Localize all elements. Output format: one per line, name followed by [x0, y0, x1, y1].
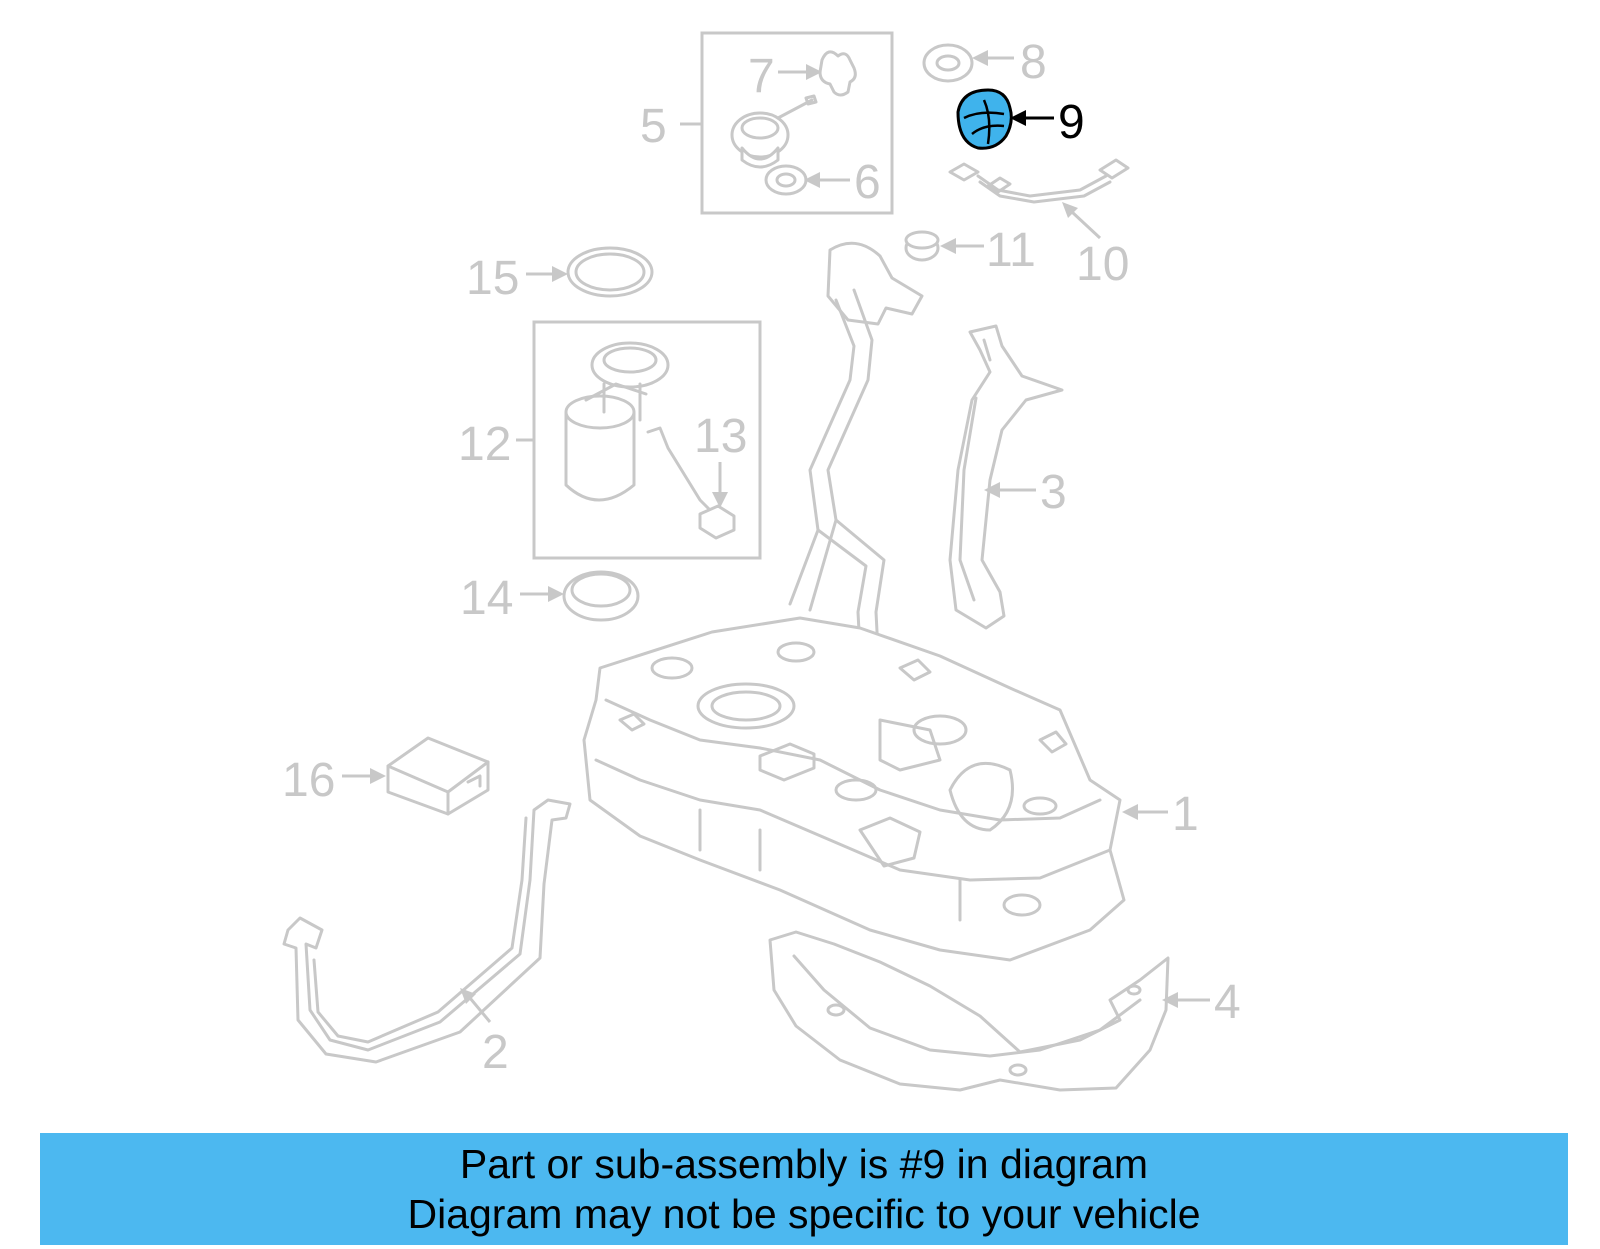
svg-text:5: 5	[640, 100, 667, 153]
callout-2[interactable]: 2	[460, 988, 509, 1079]
svg-text:1: 1	[1172, 788, 1199, 841]
part-6-seal[interactable]	[764, 164, 808, 196]
callout-12[interactable]: 12	[458, 418, 534, 471]
svg-text:11: 11	[986, 224, 1036, 277]
parts-diagram: 1 2 3 4 5 6 7 8 9	[282, 31, 1241, 1092]
callout-4[interactable]: 4	[1162, 976, 1241, 1029]
svg-text:3: 3	[1040, 466, 1067, 519]
callout-9-highlighted[interactable]: 9	[1010, 96, 1085, 149]
part-2-tank-strap[interactable]	[282, 798, 572, 1064]
filler-neck-pipe[interactable]	[788, 241, 924, 692]
callout-14[interactable]: 14	[460, 572, 564, 625]
svg-text:13: 13	[694, 410, 747, 463]
svg-text:12: 12	[458, 418, 511, 471]
callout-1[interactable]: 1	[1122, 788, 1199, 841]
callout-10[interactable]: 10	[1062, 202, 1129, 291]
part-4-underbody-shield[interactable]	[768, 930, 1170, 1092]
callout-13[interactable]: 13	[694, 410, 747, 508]
callout-15[interactable]: 15	[466, 252, 568, 305]
callout-8[interactable]: 8	[972, 36, 1047, 89]
part-1-fuel-tank[interactable]	[582, 616, 1126, 962]
part-13-level-sender[interactable]	[646, 426, 736, 540]
callout-5[interactable]: 5	[640, 100, 702, 153]
svg-text:14: 14	[460, 572, 513, 625]
part-7-fitting[interactable]	[818, 50, 857, 97]
part-12-fuel-pump-module[interactable]	[564, 341, 670, 502]
part-5-valve[interactable]	[730, 94, 818, 169]
part-9-cap-highlighted[interactable]	[956, 88, 1013, 150]
svg-text:2: 2	[482, 1026, 509, 1079]
callout-3[interactable]: 3	[984, 466, 1067, 519]
part-15-lock-ring[interactable]	[566, 246, 654, 298]
callout-11[interactable]: 11	[940, 224, 1036, 277]
banner-line-part-number: Part or sub-assembly is #9 in diagram	[459, 1141, 1149, 1187]
part-14-seal-ring[interactable]	[562, 570, 640, 622]
svg-text:10: 10	[1076, 238, 1129, 291]
callout-6[interactable]: 6	[804, 156, 881, 209]
part-3-heat-shield[interactable]	[948, 324, 1064, 630]
part-11-grommet[interactable]	[904, 230, 940, 262]
callout-7[interactable]: 7	[748, 50, 822, 103]
svg-text:8: 8	[1020, 36, 1047, 89]
svg-text:9: 9	[1058, 96, 1085, 149]
part-10-wire-harness[interactable]	[948, 158, 1130, 204]
svg-text:6: 6	[854, 156, 881, 209]
callout-16[interactable]: 16	[282, 754, 386, 807]
svg-text:4: 4	[1214, 976, 1241, 1029]
banner-line-disclaimer: Diagram may not be specific to your vehi…	[407, 1191, 1201, 1237]
part-8-ring[interactable]	[922, 43, 974, 83]
svg-text:7: 7	[748, 50, 775, 103]
info-banner: Part or sub-assembly is #9 in diagram Di…	[40, 1133, 1568, 1245]
svg-text:15: 15	[466, 252, 519, 305]
part-16-control-module[interactable]	[386, 736, 490, 816]
svg-text:16: 16	[282, 754, 335, 807]
